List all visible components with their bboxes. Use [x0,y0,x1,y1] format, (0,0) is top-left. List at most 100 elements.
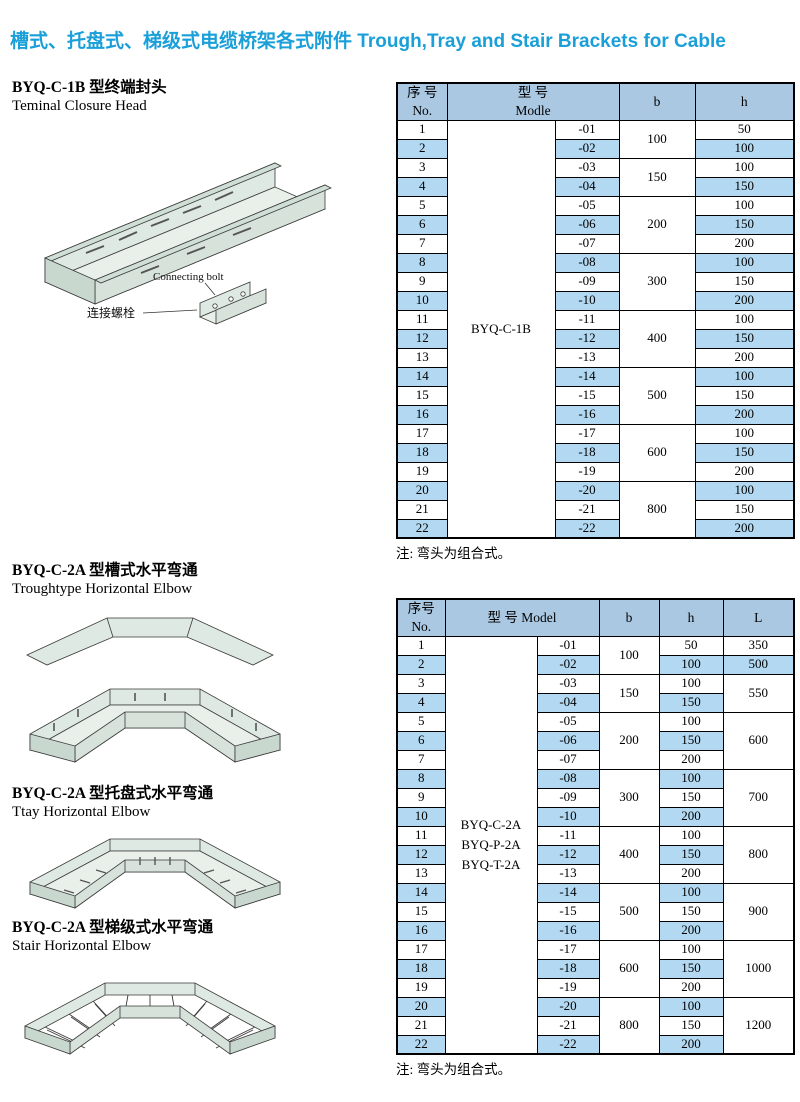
l-value: 500 [722,654,795,675]
model-suffix: -13 [554,347,620,368]
row-number: 4 [396,692,446,713]
model-suffix: -19 [536,977,600,998]
l-value: 1200 [722,996,795,1055]
col-header-no-zh: 序 号 [407,85,438,101]
row-number: 1 [396,119,448,140]
row-number: 15 [396,385,448,406]
table2-note: 注: 弯头为组合式。 [396,1062,512,1077]
col-header-L: L [722,598,795,637]
b-value: 200 [618,195,696,254]
h-value: 150 [658,730,724,751]
section-heading-tray-elbow: BYQ-C-2A 型托盘式水平弯通 Ttay Horizontal Elbow [12,784,213,822]
l-value: 550 [722,673,795,713]
model-suffix: -04 [554,176,620,197]
model-suffix: -12 [554,328,620,349]
h-value: 150 [694,176,795,197]
b-value: 150 [618,157,696,197]
row-number: 13 [396,347,448,368]
h-value: 100 [658,882,724,903]
model-suffix: -14 [554,366,620,387]
b-value: 400 [618,309,696,368]
table-header-row: 序号 No. 型 号 Model b h L [396,598,795,637]
b-value: 200 [598,711,660,770]
h-value: 150 [658,844,724,865]
l-value: 700 [722,768,795,827]
model-suffix: -13 [536,863,600,884]
h-value: 100 [694,423,795,444]
h-value: 100 [694,366,795,387]
row-number: 8 [396,252,448,273]
row-number: 11 [396,309,448,330]
row-number: 20 [396,480,448,501]
model-suffix: -05 [554,195,620,216]
model-suffix: -16 [536,920,600,941]
h-value: 200 [694,347,795,368]
row-number: 8 [396,768,446,789]
row-number: 20 [396,996,446,1017]
row-number: 16 [396,404,448,425]
h-value: 200 [658,920,724,941]
h-value: 100 [694,157,795,178]
table1-note: 注: 弯头为组合式。 [396,546,512,561]
connecting-bolt-label-zh: 连接螺栓 [87,305,135,320]
col-header-no-en: No. [412,102,433,118]
page-title-en: Trough,Tray and Stair Brackets for Cable [352,31,726,52]
h-value: 200 [694,290,795,311]
h-value: 50 [658,635,724,656]
h-value: 100 [658,768,724,789]
row-number: 2 [396,654,446,675]
row-number: 3 [396,673,446,694]
page-title: 槽式、托盘式、梯级式电缆桥架各式附件 Trough,Tray and Stair… [10,26,726,53]
section-heading-stair-elbow: BYQ-C-2A 型梯级式水平弯通 Stair Horizontal Elbow [12,918,213,956]
section-title-zh: BYQ-C-2A 型托盘式水平弯通 [12,785,214,802]
row-number: 21 [396,1015,446,1036]
l-value: 350 [722,635,795,656]
trough-elbow-drawing [15,600,345,778]
section-heading-terminal-closure: BYQ-C-1B 型终端封头 Teminal Closure Head [12,78,167,116]
model-suffix: -07 [554,233,620,254]
h-value: 150 [658,787,724,808]
col-header-model: 型 号 Modle [446,82,620,121]
h-value: 200 [658,806,724,827]
row-number: 7 [396,233,448,254]
section-title-en: Troughtype Horizontal Elbow [12,581,193,598]
row-number: 4 [396,176,448,197]
row-number: 19 [396,461,448,482]
row-number: 13 [396,863,446,884]
row-number: 12 [396,328,448,349]
col-header-b: b [598,598,660,637]
b-value: 600 [618,423,696,482]
model-suffix: -05 [536,711,600,732]
col-header-no-zh: 序号 [407,601,435,617]
col-header-no-en: No. [411,618,432,634]
model-suffix: -04 [536,692,600,713]
h-value: 200 [658,977,724,998]
model-suffix: -22 [536,1034,600,1055]
h-value: 200 [694,461,795,482]
model-suffix: -21 [554,499,620,520]
b-value: 800 [618,480,696,539]
h-value: 50 [694,119,795,140]
col-header-model: 型 号 Model [444,598,600,637]
row-number: 17 [396,423,448,444]
model-suffix: -02 [554,138,620,159]
model-suffix: -06 [536,730,600,751]
row-number: 12 [396,844,446,865]
h-value: 150 [694,442,795,463]
